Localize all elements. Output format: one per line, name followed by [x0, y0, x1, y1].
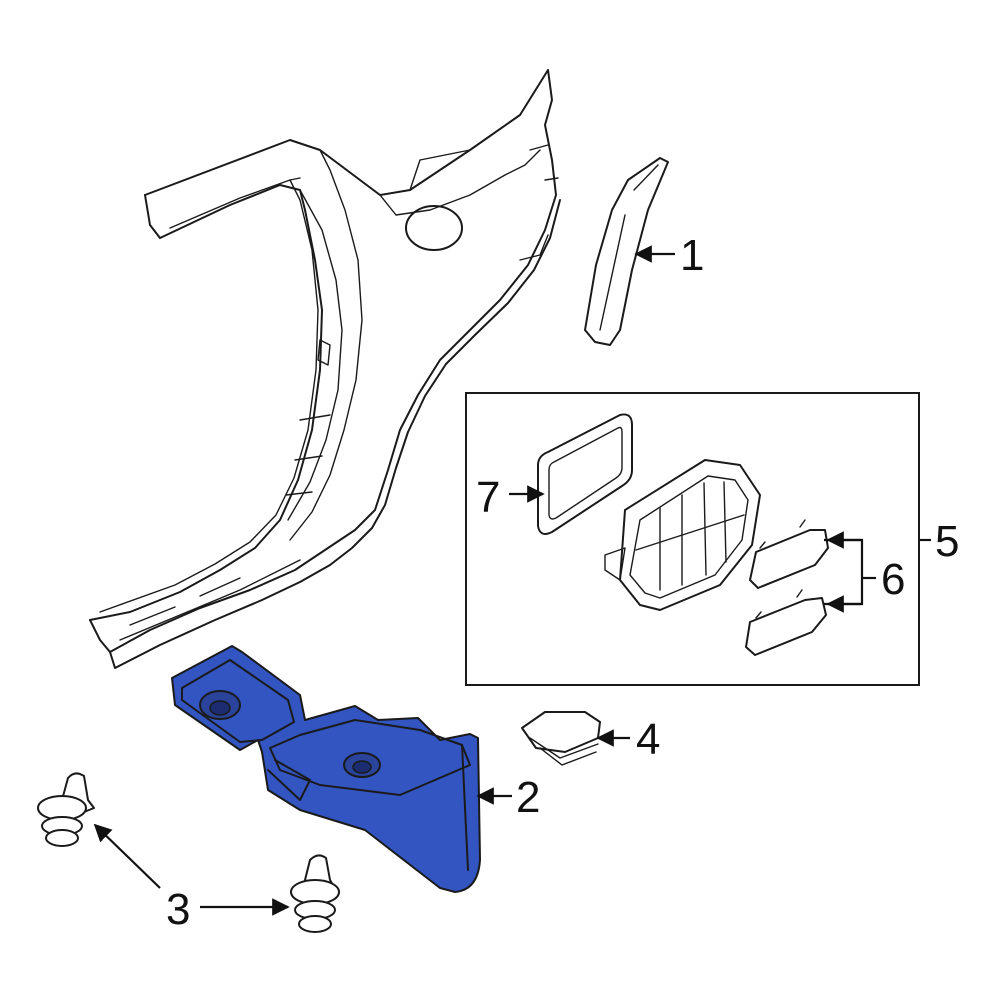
- callout-1: 1: [680, 231, 704, 280]
- clip-part-4: [521, 711, 601, 766]
- trim-strip-part-1: [584, 157, 669, 346]
- filter-part-6-upper: [749, 519, 829, 589]
- callout-6: 6: [881, 555, 905, 604]
- leader-lines: [93, 245, 931, 916]
- gasket-part-7: [537, 413, 633, 535]
- filter-part-6-lower: [745, 589, 827, 656]
- callout-4: 4: [636, 715, 660, 764]
- kit-box: [465, 392, 920, 686]
- callout-2: 2: [516, 773, 540, 822]
- bracket-part-2: [171, 645, 481, 893]
- callout-7: 7: [476, 473, 500, 522]
- push-pin-part-3-right: [290, 854, 340, 933]
- push-pin-part-3-left: [37, 772, 95, 847]
- vent-housing: [604, 459, 761, 611]
- quarter-panel: [89, 69, 561, 669]
- callout-5: 5: [935, 517, 959, 566]
- callout-3: 3: [166, 885, 190, 934]
